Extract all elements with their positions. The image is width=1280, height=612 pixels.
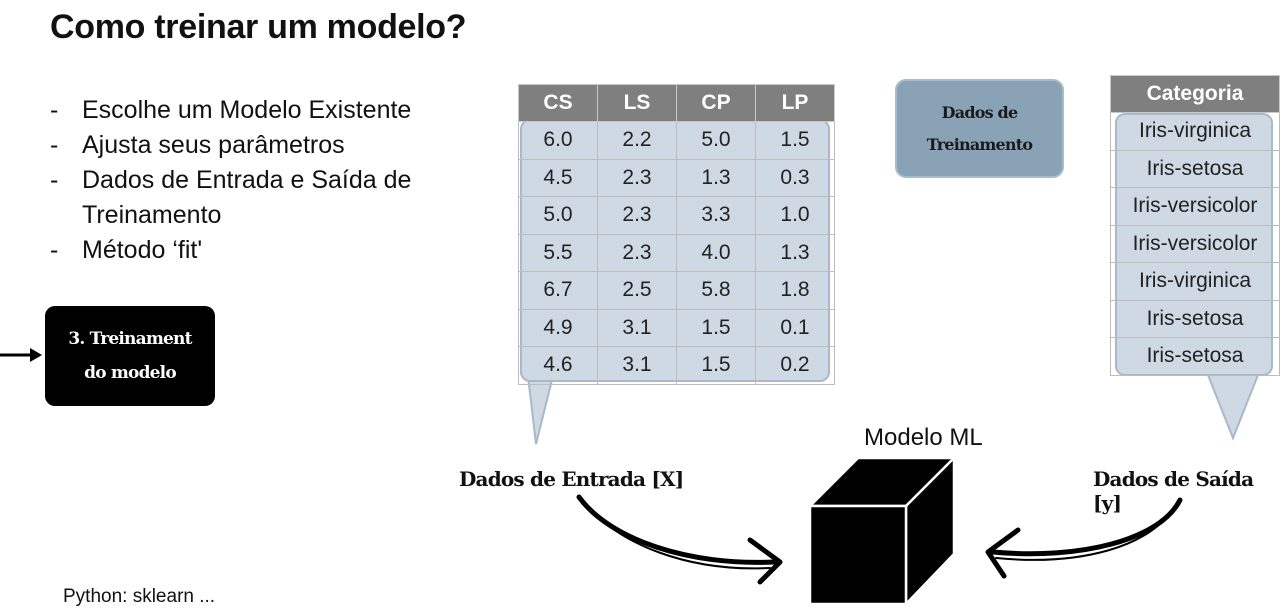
bullet-item: Dados de Entrada e Saída de Treinamento [48, 163, 472, 233]
step-box-line2: do modelo [84, 363, 177, 383]
training-box-line2: Treinamento [926, 134, 1033, 154]
table-cell: 2.3 [597, 233, 677, 272]
table-cell: 1.5 [755, 121, 835, 160]
column-header: CP [676, 84, 756, 122]
table-row: Iris-setosa [1110, 337, 1280, 376]
table-cell: 2.5 [597, 271, 677, 310]
column-header: Categoria [1110, 75, 1280, 113]
cube-icon [808, 456, 956, 606]
bullet-list: Escolhe um Modelo Existente Ajusta seus … [48, 93, 472, 268]
table-cell: Iris-versicolor [1110, 187, 1280, 226]
column-header: CS [518, 84, 598, 122]
table-cell: 1.5 [676, 308, 756, 347]
table-cell: Iris-setosa [1110, 299, 1280, 338]
training-data-box: Dados de Treinamento [895, 79, 1064, 178]
table-row: Iris-versicolor [1110, 224, 1280, 263]
training-step-box: 3. Treinament do modelo [45, 306, 215, 406]
step-box-line1: 3. Treinament [68, 329, 192, 349]
bullet-item: Ajusta seus parâmetros [48, 128, 472, 163]
table-cell: 5.0 [676, 121, 756, 160]
table-row: Iris-virginica [1110, 112, 1280, 151]
table-cell: 3.1 [597, 308, 677, 347]
table-cell: 2.3 [597, 158, 677, 197]
table-header-row: CS LS CP LP [518, 84, 835, 122]
table-cell: Iris-versicolor [1110, 224, 1280, 263]
training-box-line1: Dados de [941, 102, 1018, 122]
table-cell: 1.3 [755, 233, 835, 272]
model-label: Modelo ML [864, 424, 983, 451]
table-row: Iris-virginica [1110, 262, 1280, 301]
page-title: Como treinar um modelo? [50, 8, 467, 46]
table-cell: 4.6 [518, 346, 598, 385]
left-curved-arrow-icon [576, 494, 783, 585]
table-cell: 6.7 [518, 271, 598, 310]
table-row: Iris-versicolor [1110, 187, 1280, 226]
table-cell: 4.5 [518, 158, 598, 197]
table-cell: 3.3 [676, 196, 756, 235]
table-cell: 6.0 [518, 121, 598, 160]
bullet-item: Escolhe um Modelo Existente [48, 93, 472, 128]
right-curved-arrow-icon [985, 497, 1183, 579]
footer-note: Python: sklearn ... [63, 586, 216, 607]
table-cell: 5.0 [518, 196, 598, 235]
table-cell: Iris-virginica [1110, 112, 1280, 151]
output-data-table: Categoria Iris-virginica Iris-setosa Iri… [1110, 75, 1280, 376]
bullet-item: Método ‘fit' [48, 233, 472, 268]
table-header-row: Categoria [1110, 75, 1280, 113]
step-arrow-icon [0, 348, 42, 362]
table-cell: Iris-virginica [1110, 262, 1280, 301]
column-header: LS [597, 84, 677, 122]
table-cell: 0.2 [755, 346, 835, 385]
table-row: Iris-setosa [1110, 299, 1280, 338]
input-data-label: Dados de Entrada [X] [459, 467, 684, 491]
table-cell: 1.5 [676, 346, 756, 385]
table-cell: Iris-setosa [1110, 337, 1280, 376]
table-cell: 5.5 [518, 233, 598, 272]
column-header: LP [755, 84, 835, 122]
output-data-label: Dados de Saída [y] [1093, 467, 1254, 515]
